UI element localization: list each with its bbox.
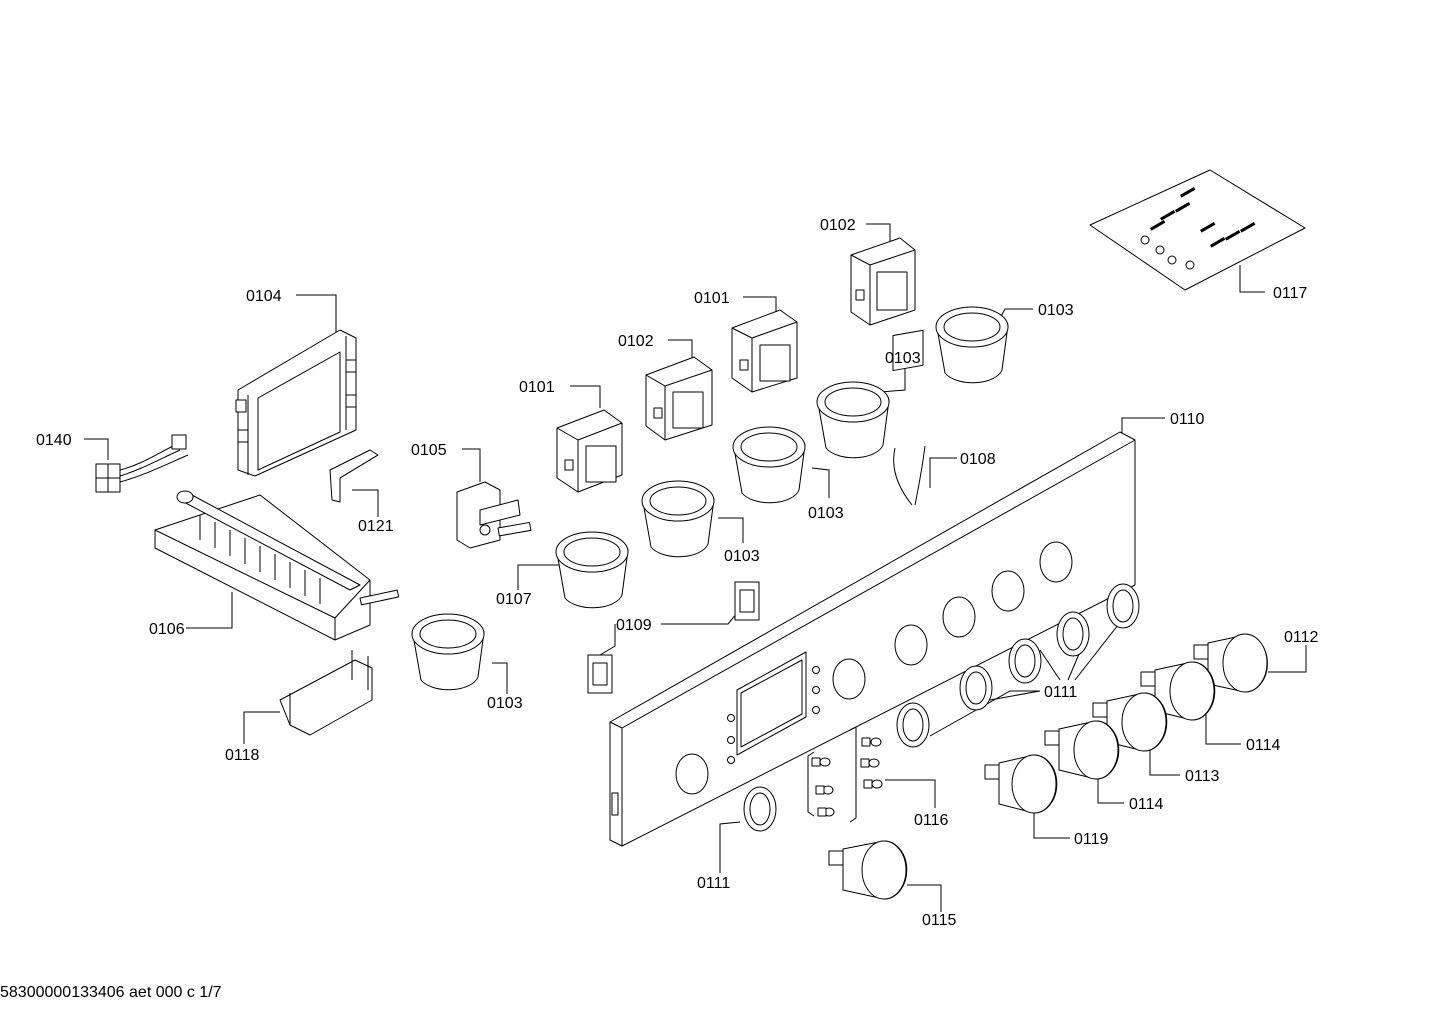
callout-0102-top: 0102 <box>820 217 856 234</box>
bracket-0121 <box>329 449 379 503</box>
callout-0101-top: 0101 <box>694 290 730 307</box>
callout-0103-top-right: 0103 <box>1038 302 1074 319</box>
screw-bag-0117 <box>1089 169 1306 291</box>
document-footer: 58300000133406 aet 000 c 1/7 <box>0 984 222 1001</box>
callout-0114-upper: 0114 <box>1246 737 1281 754</box>
callout-0111-single: 0111 <box>697 875 730 892</box>
switch-0105 <box>456 481 532 549</box>
collars-0103 <box>411 306 1009 691</box>
callout-0110: 0110 <box>1170 411 1205 428</box>
callout-0118: 0118 <box>225 747 260 764</box>
callout-0106: 0106 <box>149 621 185 638</box>
callout-0108: 0108 <box>960 451 996 468</box>
control-panel-0110 <box>609 431 1136 847</box>
callout-0103-bottom: 0103 <box>487 695 523 712</box>
callout-0103-middle: 0103 <box>808 505 844 522</box>
module-0104 <box>235 329 357 477</box>
callout-0117: 0117 <box>1273 285 1308 302</box>
callout-0115: 0115 <box>922 912 957 929</box>
callout-0104: 0104 <box>246 288 282 305</box>
callout-0105: 0105 <box>411 442 447 459</box>
callout-0103-lower: 0103 <box>724 548 760 565</box>
callout-0140: 0140 <box>36 432 72 449</box>
callout-0109: 0109 <box>616 617 652 634</box>
callout-0103-upper: 0103 <box>885 350 921 367</box>
callout-0112: 0112 <box>1284 629 1319 646</box>
switch-block-0106 <box>154 490 400 641</box>
screws-0116 <box>807 726 883 823</box>
callout-0102-mid: 0102 <box>618 333 654 350</box>
knob-rings-0111 <box>743 583 1140 832</box>
wire-0108 <box>892 329 926 506</box>
connector-0140 <box>95 434 189 493</box>
callout-0119: 0119 <box>1074 831 1109 848</box>
callout-0121: 0121 <box>358 518 394 535</box>
callout-0107: 0107 <box>496 591 532 608</box>
clip-0109 <box>587 581 760 694</box>
callout-0113: 0113 <box>1185 768 1220 785</box>
callout-0114-lower: 0114 <box>1129 796 1164 813</box>
callout-0101-mid: 0101 <box>519 379 555 396</box>
callout-0116: 0116 <box>914 812 949 829</box>
regulators <box>556 237 916 493</box>
callout-0111-rings: 0111 <box>1044 684 1077 701</box>
bracket-0118 <box>279 650 373 736</box>
callout-labels: 0102 0104 0101 0103 0102 0103 0101 0140 … <box>36 217 1319 929</box>
knobs <box>828 633 1268 900</box>
